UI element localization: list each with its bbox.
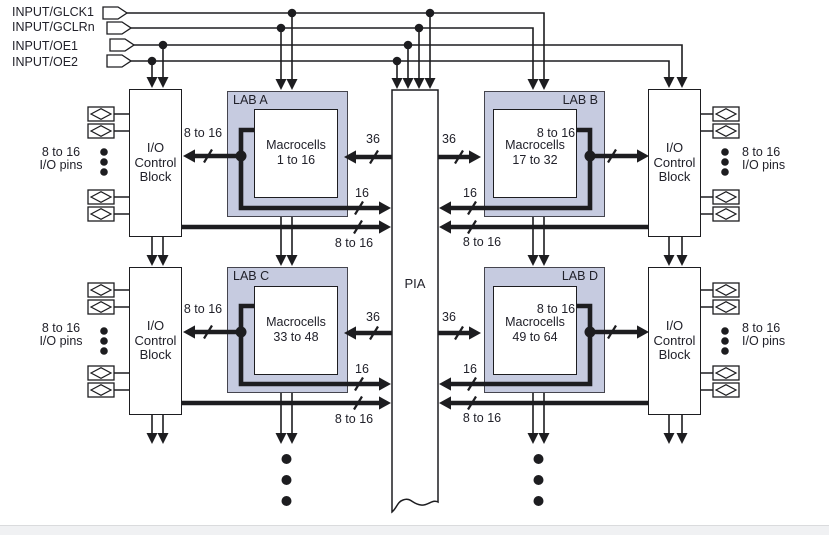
bus-label-16-lab-d: 16 bbox=[463, 362, 477, 376]
bus-label-36-lab-c: 36 bbox=[366, 310, 380, 324]
bus-label-8to16-io-left-row1: 8 to 16 bbox=[334, 236, 374, 250]
input-label-oe1: INPUT/OE1 bbox=[12, 39, 78, 53]
bus-label-8to16-io-right-row2: 8 to 16 bbox=[462, 411, 502, 425]
junction-dots bbox=[147, 8, 596, 338]
input-label-oe2: INPUT/OE2 bbox=[12, 55, 78, 69]
bus-label-16-lab-a: 16 bbox=[355, 186, 369, 200]
bus-label-36-lab-b: 36 bbox=[442, 132, 456, 146]
bus-label-8to16-lab-d: 8 to 16 bbox=[536, 302, 576, 316]
bus-label-16-lab-b: 16 bbox=[463, 186, 477, 200]
bus-label-8to16-lab-c: 8 to 16 bbox=[183, 302, 223, 316]
macrocells-box-lab-a bbox=[254, 109, 338, 198]
bus-label-16-lab-c: 16 bbox=[355, 362, 369, 376]
macrocells-box-lab-d bbox=[493, 286, 577, 375]
input-pin-icons bbox=[102, 6, 136, 68]
bus-width-slashes bbox=[203, 148, 617, 411]
pin-ellipsis-dots bbox=[100, 148, 729, 355]
inter-row-lines bbox=[151, 217, 683, 255]
continuation-dots bbox=[281, 454, 544, 506]
io-control-block-top-right bbox=[648, 89, 701, 237]
input-label-gclrn: INPUT/GCLRn bbox=[12, 20, 95, 34]
input-pin-icon-gclrn bbox=[106, 21, 133, 35]
io-control-block-bottom-left bbox=[129, 267, 182, 415]
input-net-lines bbox=[127, 12, 683, 79]
pia-box bbox=[391, 89, 439, 514]
io-pin-leads bbox=[114, 113, 713, 391]
input-label-glck1: INPUT/GLCK1 bbox=[12, 5, 94, 19]
bus-label-8to16-io-left-row2: 8 to 16 bbox=[334, 412, 374, 426]
pia-label: PIA bbox=[404, 276, 426, 291]
io-pin-icons-left bbox=[87, 106, 115, 398]
lab-a-title: LAB A bbox=[233, 93, 268, 107]
lab-d-title: LAB D bbox=[561, 269, 598, 283]
bus-label-8to16-io-right-row1: 8 to 16 bbox=[462, 235, 502, 249]
io-control-block-bottom-right bbox=[648, 267, 701, 415]
macrocells-box-lab-b bbox=[493, 109, 577, 198]
lab-c-title: LAB C bbox=[233, 269, 270, 283]
bus-label-36-lab-d: 36 bbox=[442, 310, 456, 324]
io-pin-icons-right bbox=[712, 106, 740, 398]
page-footer-bar bbox=[0, 525, 829, 535]
bus-label-8to16-lab-a: 8 to 16 bbox=[183, 126, 223, 140]
input-pin-icon-glck1 bbox=[102, 6, 129, 20]
input-pin-icon-oe2 bbox=[106, 54, 133, 68]
lab-b-title: LAB B bbox=[562, 93, 598, 107]
input-pin-icon-oe1 bbox=[109, 38, 136, 52]
bus-label-36-lab-a: 36 bbox=[366, 132, 380, 146]
io-control-block-top-left bbox=[129, 89, 182, 237]
bottom-continuation-lines bbox=[151, 393, 683, 433]
macrocells-box-lab-c bbox=[254, 286, 338, 375]
bus-label-8to16-lab-b: 8 to 16 bbox=[536, 126, 576, 140]
